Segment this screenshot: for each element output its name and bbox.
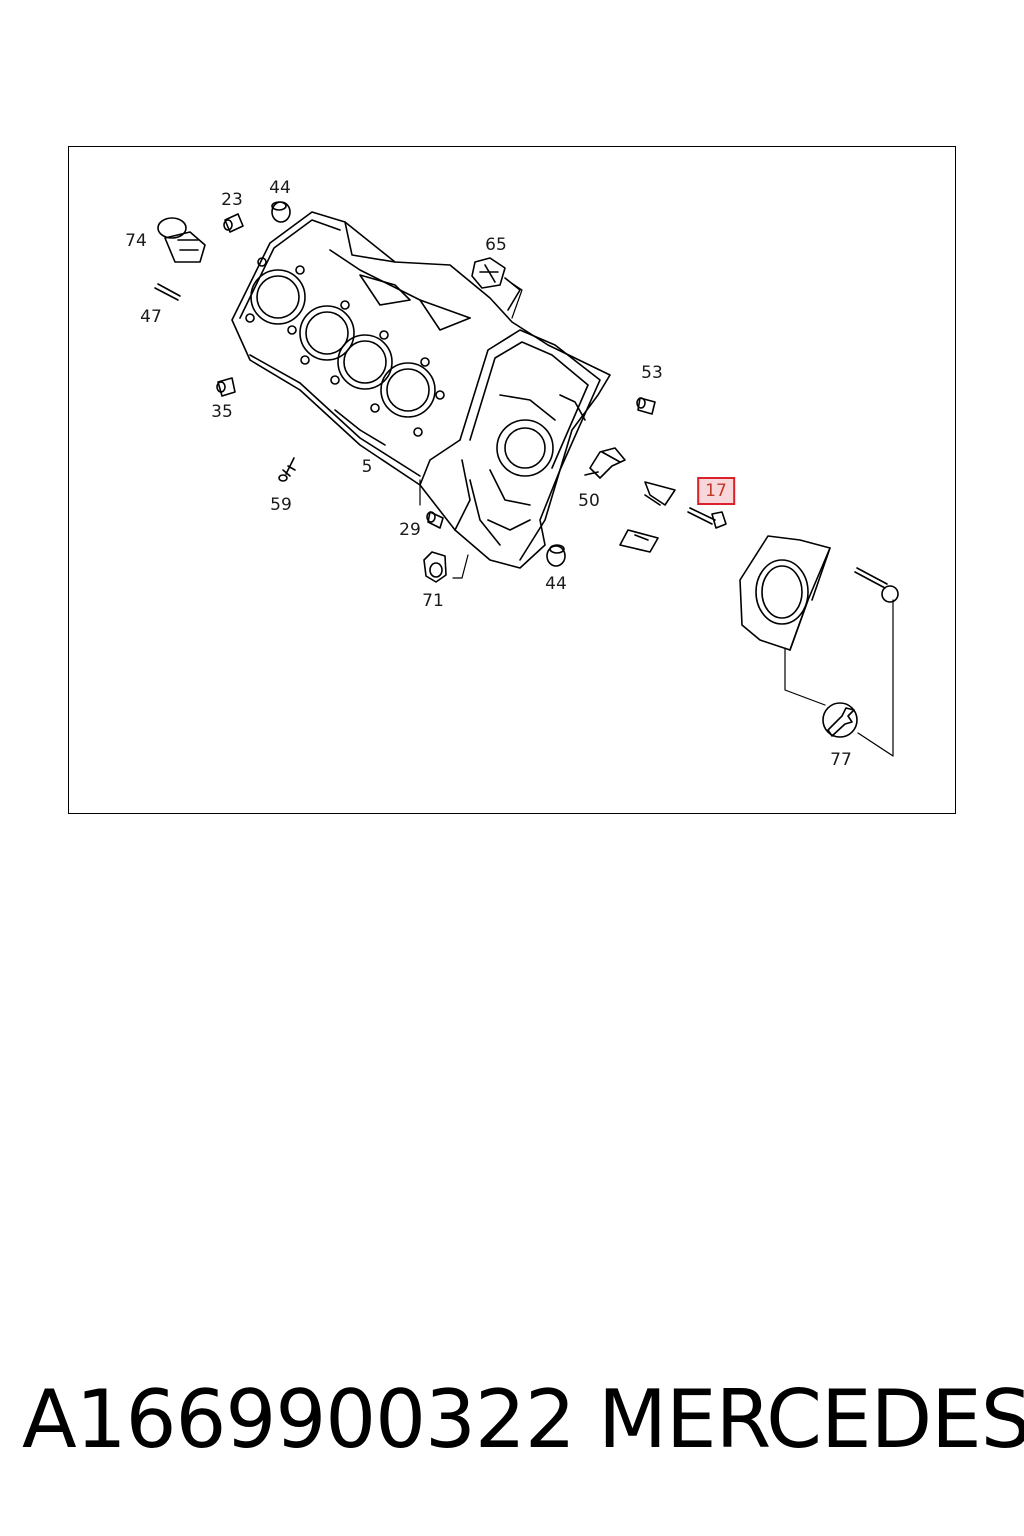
callout-35: 35	[211, 402, 233, 422]
part-23-dowel	[223, 213, 244, 233]
part-44-plug-bottom	[546, 544, 566, 567]
part-screw-right	[854, 567, 899, 603]
part-seal-carrier	[739, 535, 831, 651]
callout-44-top: 44	[269, 178, 291, 198]
caption: A1669900322 MERCEDES	[0, 1370, 1024, 1470]
callout-29: 29	[399, 520, 421, 540]
part-50-nozzle	[584, 447, 626, 479]
diagram-frame	[68, 146, 956, 814]
callout-74: 74	[125, 231, 147, 251]
part-53-dowel	[636, 397, 656, 415]
part-71-plug	[423, 551, 447, 583]
tool-77	[822, 702, 858, 738]
part-35-dowel	[216, 377, 236, 397]
callout-71: 71	[422, 591, 444, 611]
part-17-bolt	[687, 507, 727, 529]
leader-lines	[419, 281, 894, 757]
part-74-plug	[157, 217, 206, 263]
callout-53: 53	[641, 363, 663, 383]
callout-23: 23	[221, 190, 243, 210]
part-59-stud	[278, 457, 296, 482]
callout-65: 65	[485, 235, 507, 255]
part-47-pin	[154, 283, 181, 301]
callout-17-highlighted[interactable]: 17	[697, 477, 735, 505]
callout-59: 59	[270, 495, 292, 515]
callout-47: 47	[140, 307, 162, 327]
part-bearing-cap	[619, 481, 676, 553]
part-44-plug-top	[271, 201, 291, 223]
part-29-dowel	[426, 511, 444, 529]
callout-77: 77	[830, 750, 852, 770]
engine-block	[231, 211, 611, 569]
brand-name: MERCEDES	[598, 1373, 1024, 1466]
part-number: A1669900322	[22, 1373, 576, 1466]
callout-44-bottom: 44	[545, 574, 567, 594]
callout-50: 50	[578, 491, 600, 511]
callout-5: 5	[361, 457, 373, 477]
